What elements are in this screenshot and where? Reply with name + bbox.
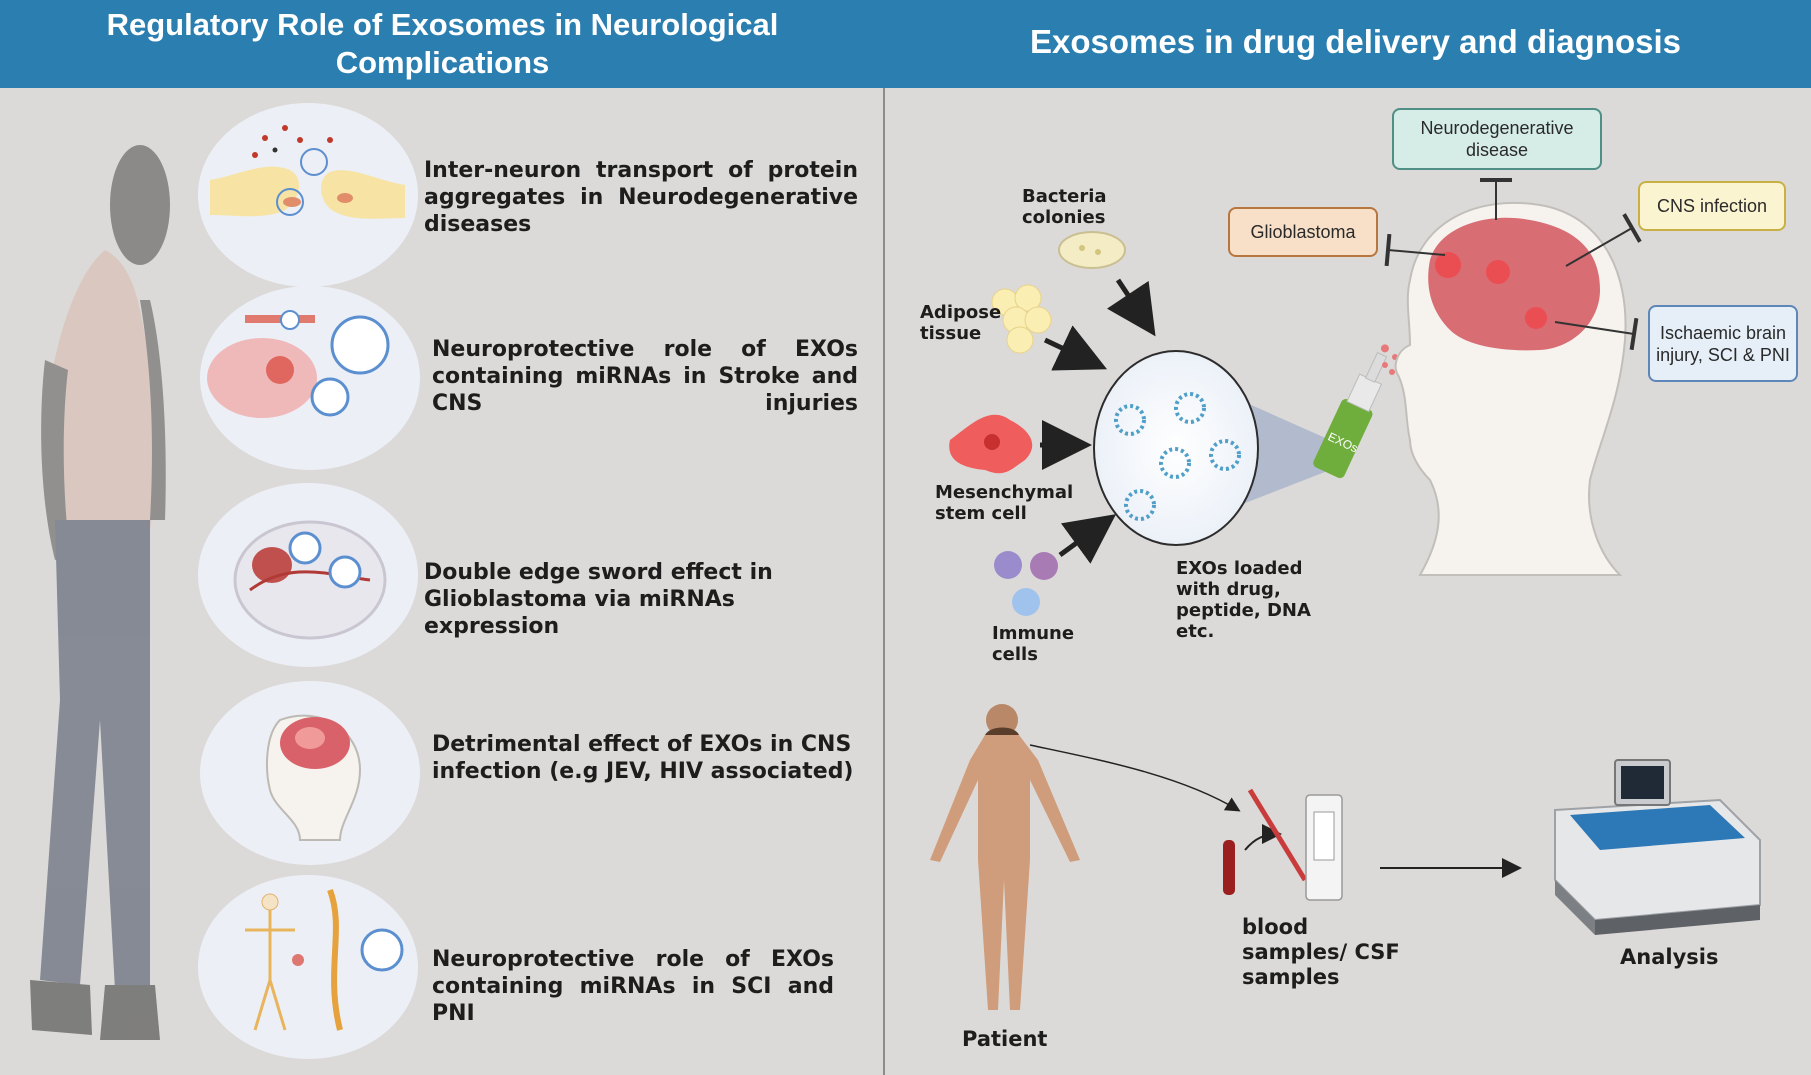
patient-to-sample-arrow (1029, 744, 1241, 812)
label-msc: Mesenchymal stem cell (935, 482, 1074, 524)
label-adipose: Adipose tissue (920, 302, 1002, 344)
stroke-brain-icon (200, 286, 420, 470)
glioblastoma-brain-icon (198, 483, 418, 667)
panel-text-cns-infection: Detrimental effect of EXOs in CNS infect… (432, 732, 854, 784)
right-title: Exosomes in drug delivery and diagnosis (1029, 23, 1681, 60)
human-head-brain-icon (1394, 201, 1627, 576)
label-bacteria: Bacteria colonies (1022, 186, 1107, 228)
target-neurodegenerative: Neurodegenerative disease (1392, 108, 1602, 170)
source-arrows (1040, 278, 1156, 564)
panel-text-protein-aggregates: Inter-neuron transport of protein aggreg… (424, 158, 858, 237)
target-connectors (1384, 178, 1642, 351)
target-cns-infection: CNS infection (1638, 181, 1786, 231)
nasal-spray-icon: EXOs (1313, 344, 1389, 479)
adipose-tissue-icon (991, 284, 1052, 354)
label-exo-loaded: EXOs loaded with drug, peptide, DNA etc. (1176, 558, 1311, 642)
infected-head-icon (200, 681, 420, 865)
bacteria-colonies-icon (1058, 231, 1126, 269)
sample-tube-icon (1223, 788, 1343, 901)
target-ischaemic: Ischaemic brain injury, SCI & PNI (1648, 305, 1798, 382)
left-title: Regulatory Role of Exosomes in Neurologi… (106, 7, 779, 80)
label-patient: Patient (962, 1027, 1048, 1051)
mesenchymal-stem-cell-icon (949, 414, 1033, 474)
target-glioblastoma: Glioblastoma (1228, 207, 1378, 257)
label-immune: Immune cells (992, 623, 1075, 665)
analysis-machine-icon (1554, 759, 1761, 935)
patient-icon (930, 704, 1080, 1010)
panel-text-stroke: Neuroprotective role of EXOs containing … (432, 337, 858, 416)
label-analysis: Analysis (1620, 945, 1719, 969)
header-bar (0, 0, 1811, 88)
label-samples: blood samples/ CSF samples (1242, 915, 1400, 989)
panel-text-sci-pni: Neuroprotective role of EXOs containing … (432, 947, 834, 1026)
panel-divider (883, 88, 885, 1075)
panel-text-glioblastoma: Double edge sword effect in Glioblastoma… (424, 560, 773, 639)
synapse-icon (198, 103, 418, 287)
exosome-cluster-icon (1093, 350, 1330, 546)
elderly-man-icon (30, 145, 170, 1040)
immune-cells-icon (994, 551, 1058, 616)
spinal-cord-icon (198, 875, 418, 1059)
